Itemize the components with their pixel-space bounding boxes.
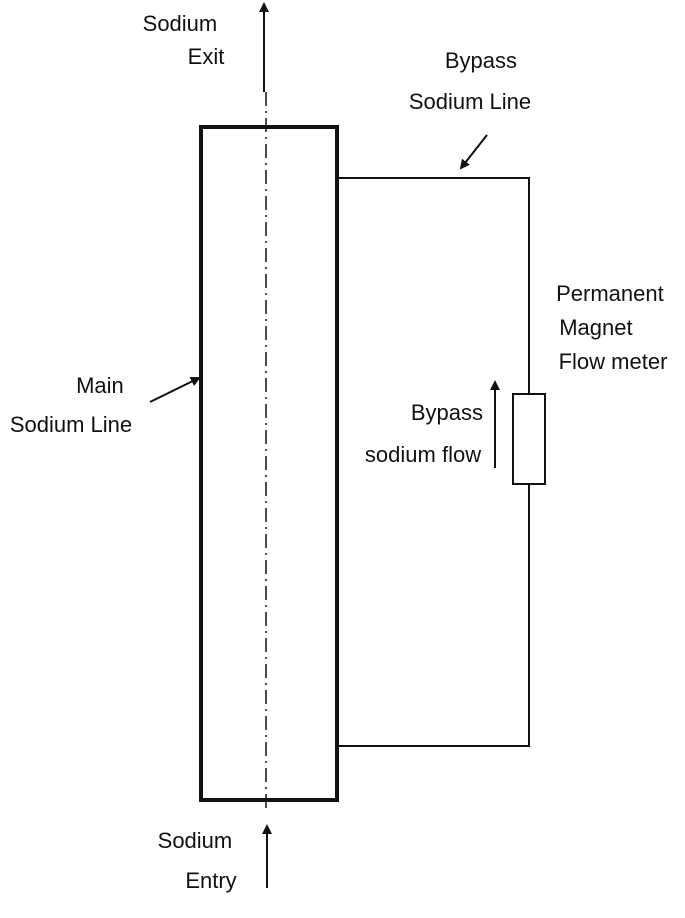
bypass-sodium-line-label: Bypass Sodium Line <box>409 48 531 114</box>
bypass-sodium-flow-label: Bypass sodium flow <box>365 400 489 467</box>
flow-meter-box <box>512 393 546 485</box>
bypass-line-pointer-arrow <box>459 134 488 170</box>
sodium-exit-label: Sodium Exit <box>143 11 225 69</box>
main-line-pointer-arrow <box>149 377 201 403</box>
bypass-sodium-line <box>337 177 530 394</box>
main-sodium-line-pipe <box>199 125 339 802</box>
flow-meter-label: Permanent Magnet Flow meter <box>556 281 670 374</box>
bypass-sodium-line-return <box>337 484 530 747</box>
main-sodium-line-label: Main Sodium Line <box>10 373 132 437</box>
sodium-entry-label: Sodium Entry <box>158 828 239 893</box>
